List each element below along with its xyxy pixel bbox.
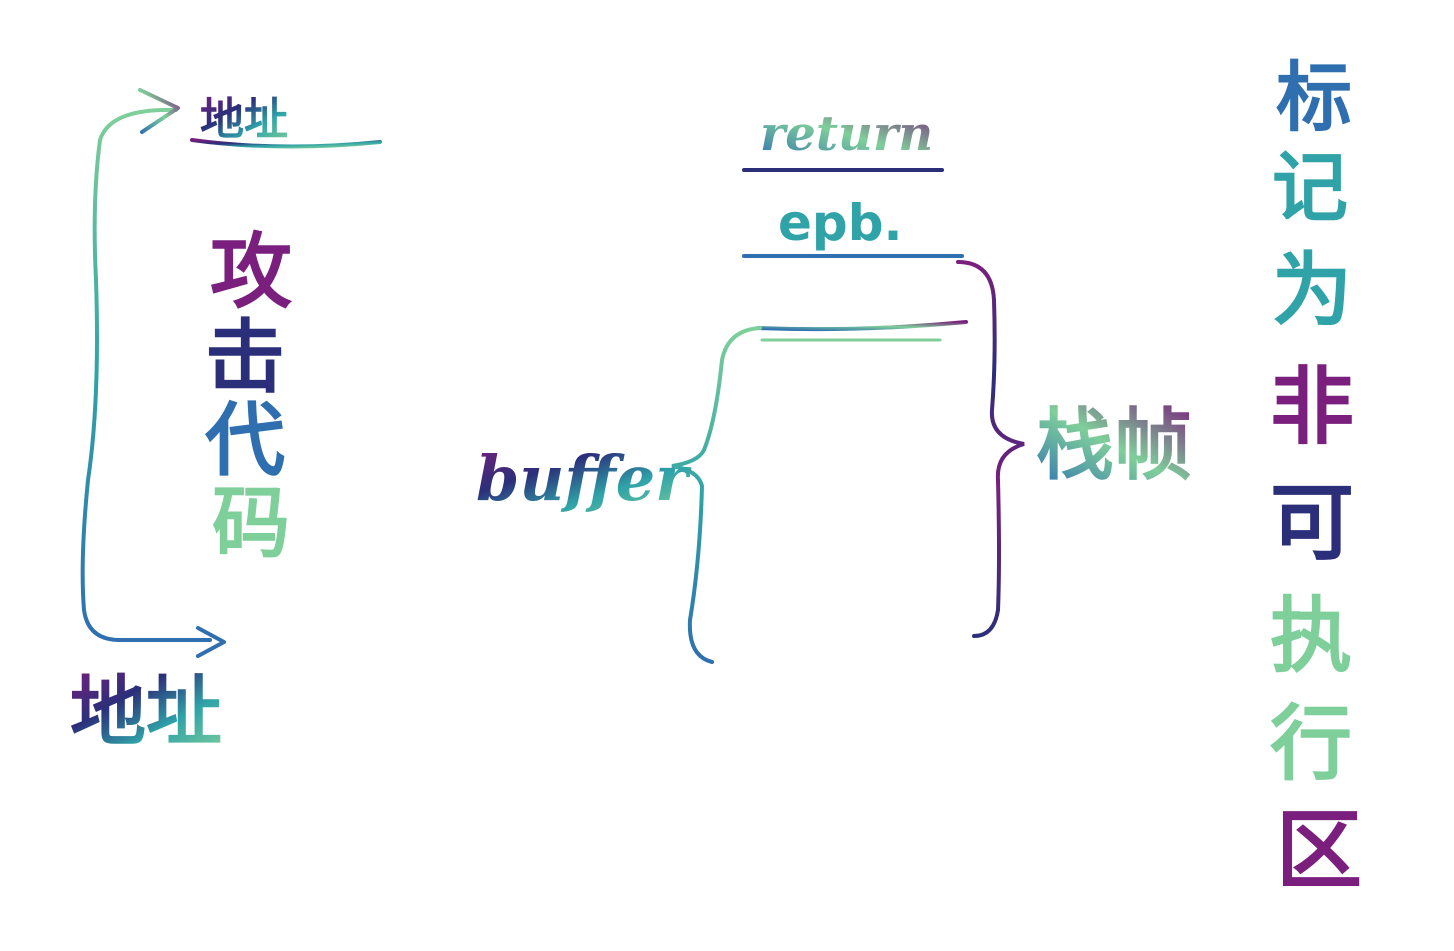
left-memory-box	[186, 72, 394, 662]
stack-ebp-label: epb.	[778, 194, 903, 252]
left-box-char-1: 攻	[210, 225, 293, 320]
left-jump-arrow	[80, 88, 226, 658]
right-char-5: 可	[1270, 474, 1354, 572]
stack-frame-label: 栈帧	[1036, 401, 1192, 491]
right-vertical-text: 标 记 为 非 可 执 行 区	[1270, 53, 1362, 901]
left-box-char-4: 码	[212, 479, 290, 569]
stack-frame-box	[742, 76, 968, 657]
right-char-4: 非	[1270, 358, 1354, 456]
buffer-label: buffer	[476, 442, 692, 515]
right-char-1: 标	[1276, 53, 1352, 142]
right-char-8: 区	[1276, 801, 1362, 901]
stack-frame-brace	[956, 260, 1025, 638]
left-box-char-3: 代	[204, 394, 285, 487]
left-box-body-text: 攻 击 代 码	[204, 225, 293, 569]
right-char-6: 执	[1270, 589, 1352, 684]
left-box-top-divider	[190, 138, 382, 149]
top-arrow-head-icon	[138, 88, 180, 134]
buffer-brace	[671, 326, 762, 664]
left-jump-bracket	[80, 107, 212, 642]
left-box-top-cell-label: 地址	[200, 94, 288, 145]
stack-buffer-top-line	[756, 320, 968, 332]
stack-return-label: return	[760, 106, 933, 162]
bottom-arrow-head-icon	[196, 626, 226, 658]
right-char-3: 为	[1272, 244, 1352, 337]
right-char-7: 行	[1270, 697, 1352, 792]
left-bottom-address-label: 地址	[70, 667, 222, 756]
right-char-2: 记	[1272, 143, 1348, 232]
left-box-char-2: 击	[205, 311, 285, 404]
